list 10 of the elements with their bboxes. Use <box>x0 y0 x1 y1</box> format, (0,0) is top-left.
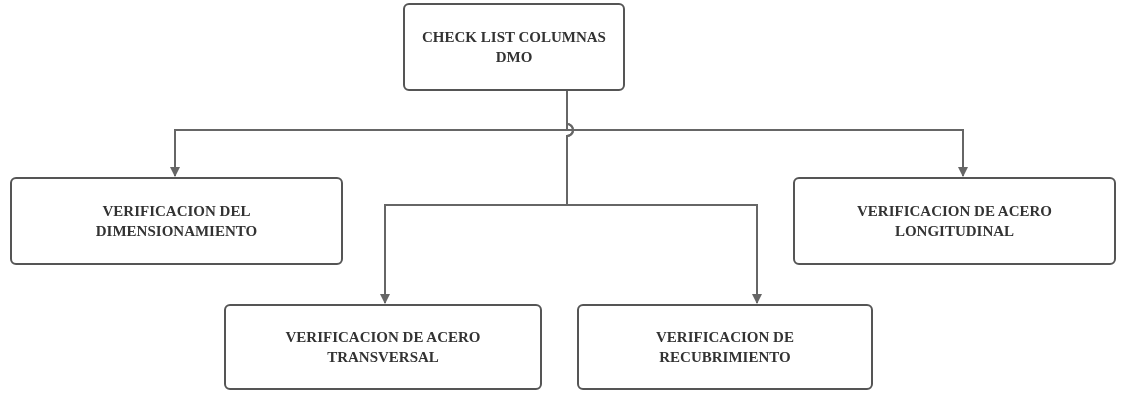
box-label: VERIFICACION DEL DIMENSIONAMIENTO <box>94 201 259 241</box>
process-box <box>403 3 625 91</box>
process-box <box>577 304 873 390</box>
box-label: VERIFICACION DE RECUBRIMIENTO <box>655 327 795 367</box>
box-label: VERIFICACION DE ACERO TRANSVERSAL <box>284 327 482 367</box>
box-label: CHECK LIST COLUMNAS DMO <box>421 27 607 67</box>
process-box <box>10 177 343 265</box>
box-label: VERIFICACION DE ACERO LONGITUDINAL <box>856 201 1053 241</box>
process-box <box>793 177 1116 265</box>
process-box <box>224 304 542 390</box>
